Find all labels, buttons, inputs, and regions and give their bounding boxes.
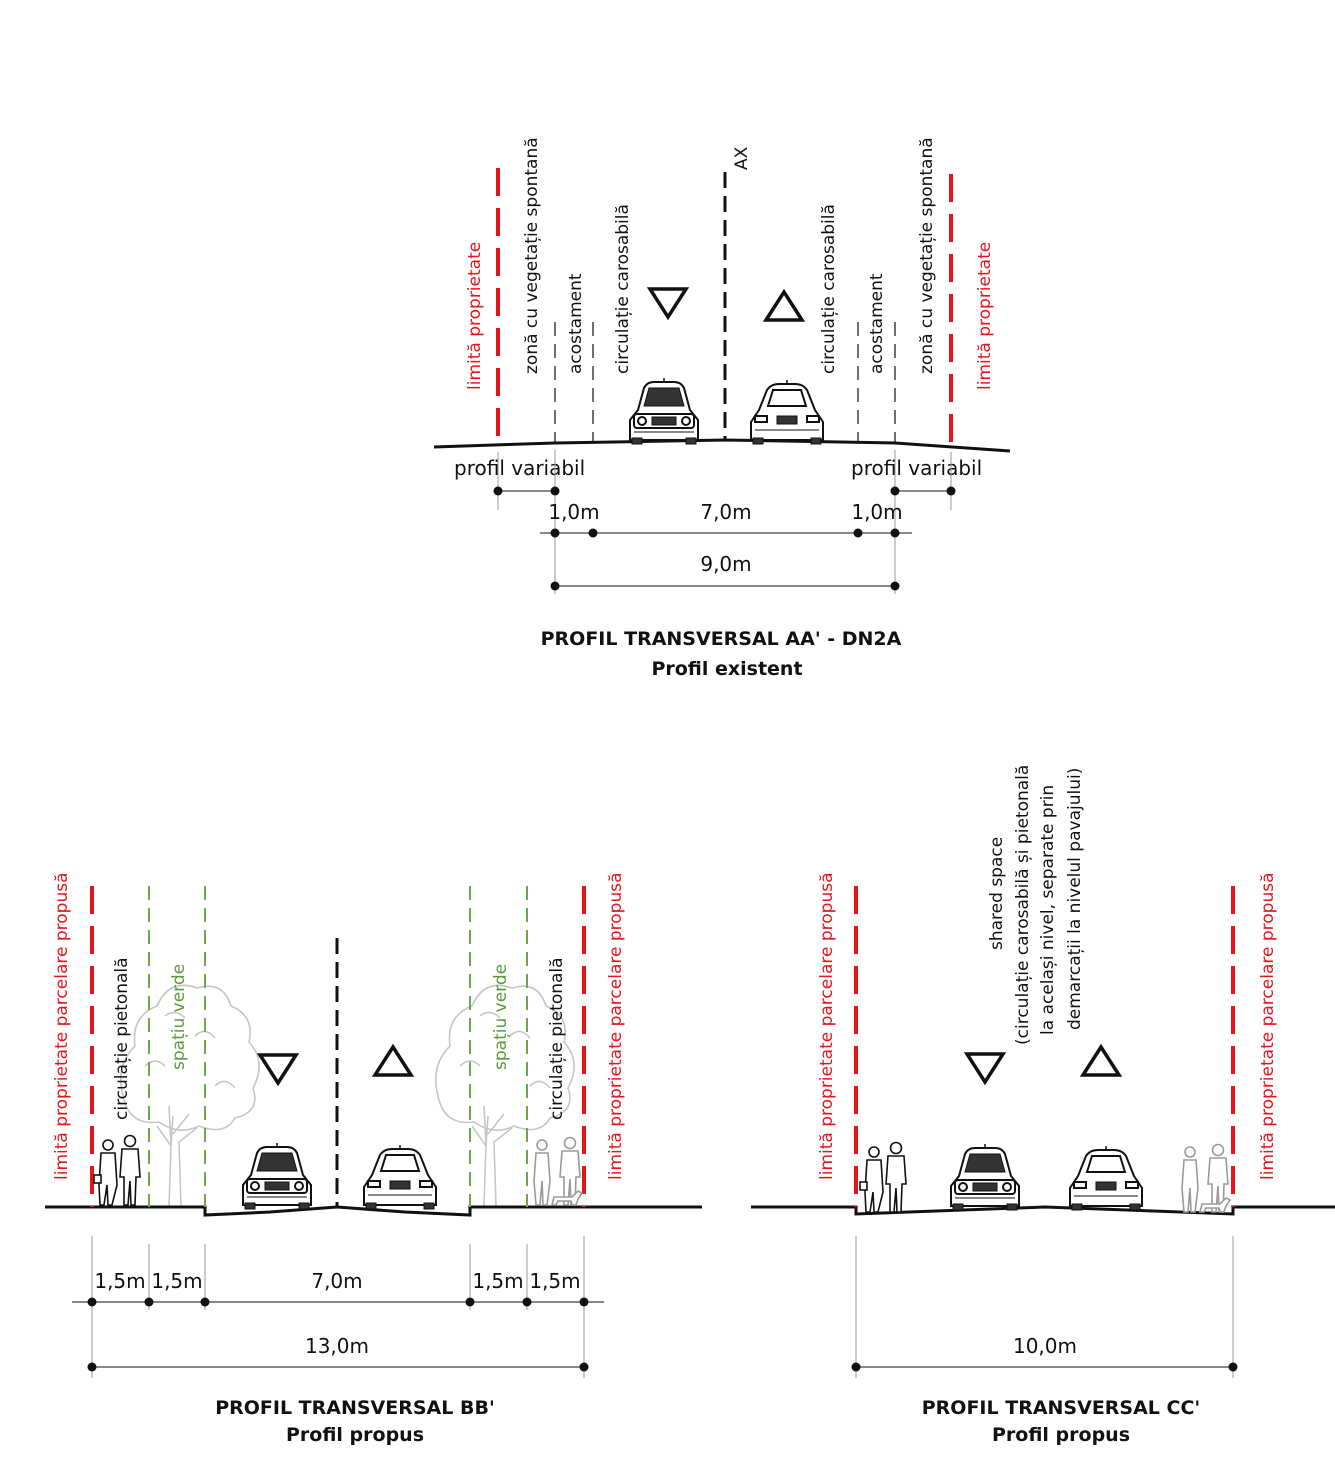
dim-dot (550, 581, 560, 591)
dim-green-left-bb: 1,5m (151, 1269, 202, 1293)
pedestrians-icon (93, 1134, 141, 1206)
dim-dot (946, 486, 956, 496)
dim-total-bb: 13,0m (305, 1334, 369, 1358)
limit-label-right-cc: limită proprietate parcelare propusă (1258, 873, 1278, 1181)
subtitle-bb: Profil propus (286, 1424, 424, 1446)
shared-space-label-3: la același nivel, separate prin (1038, 785, 1058, 1035)
variable-profile-label-left-aa: profil variabil (454, 456, 585, 480)
triangle-down-icon (256, 1053, 300, 1087)
pedestrian-label-left-bb: circulație pietonală (112, 957, 132, 1120)
car-rear-icon (363, 1144, 437, 1210)
dim-dot (465, 1297, 475, 1307)
car-rear-icon (1069, 1145, 1143, 1211)
shared-space-label-1: shared space (987, 837, 1007, 950)
green-label-left-bb: spațiu verde (169, 964, 189, 1070)
dim-dot (144, 1297, 154, 1307)
dim-road-aa: 7,0m (700, 500, 751, 524)
dim-pedestrian-left-bb: 1,5m (94, 1269, 145, 1293)
dim-dot (579, 1362, 589, 1372)
pedestrians-icon (533, 1136, 583, 1206)
triangle-up-icon (371, 1043, 415, 1077)
ground-line-aa (433, 438, 1011, 453)
limit-label-right-bb: limită proprietate parcelare propusă (606, 873, 626, 1181)
dim-dot (87, 1297, 97, 1307)
title-cc: PROFIL TRANSVERSAL CC' (922, 1397, 1201, 1419)
roadway-label-right-aa: circulație carosabilă (819, 204, 839, 374)
dim-total-cc: 10,0m (1013, 1334, 1077, 1358)
dim-road-bb: 7,0m (311, 1269, 362, 1293)
dim-dot (890, 528, 900, 538)
vegetation-label-right-aa: zonă cu vegetație spontană (917, 137, 937, 374)
dim-dot (200, 1297, 210, 1307)
triangle-down-icon (963, 1052, 1007, 1086)
dim-pedestrian-right-bb: 1,5m (529, 1269, 580, 1293)
variable-profile-label-right-aa: profil variabil (851, 456, 982, 480)
dim-dot (550, 528, 560, 538)
dim-shoulder-right-aa: 1,0m (851, 500, 902, 524)
dim-dot (890, 486, 900, 496)
subtitle-cc: Profil propus (992, 1424, 1130, 1446)
profile-bb: limită proprietate parcelare propusă cir… (45, 873, 702, 1446)
tree-icon (119, 984, 260, 1207)
dim-dot (588, 528, 598, 538)
profile-cc: limită proprietate parcelare propusă lim… (751, 765, 1335, 1446)
dim-total-aa: 9,0m (700, 552, 751, 576)
limit-label-left-cc: limită proprietate parcelare propusă (817, 873, 837, 1181)
green-label-right-bb: spațiu verde (491, 964, 511, 1070)
car-front-icon (629, 377, 699, 445)
title-aa: PROFIL TRANSVERSAL AA' - DN2A (541, 628, 902, 650)
car-front-icon (950, 1143, 1020, 1211)
limit-label-left-bb: limită proprietate parcelare propusă (52, 873, 72, 1181)
profile-aa: AX limită proprietate zonă cu vegetație … (433, 137, 1011, 680)
shared-space-label-4: demarcații la nivelul pavajului) (1065, 768, 1085, 1030)
dim-dot (493, 486, 503, 496)
dim-dot (851, 1362, 861, 1372)
limit-label-right-aa: limită proprietate (975, 242, 995, 390)
dim-dot (87, 1362, 97, 1372)
car-front-icon (242, 1142, 312, 1210)
subtitle-aa: Profil existent (651, 658, 802, 680)
axis-label-aa: AX (732, 146, 752, 170)
dim-shoulder-left-aa: 1,0m (548, 500, 599, 524)
ground-line-cc (751, 1205, 1335, 1216)
shoulder-label-right-aa: acostament (867, 273, 887, 374)
vegetation-label-left-aa: zonă cu vegetație spontană (522, 137, 542, 374)
triangle-up-icon (1079, 1043, 1123, 1077)
dim-dot (550, 486, 560, 496)
pedestrians-icon (859, 1141, 907, 1213)
pedestrians-icon (1181, 1143, 1231, 1213)
triangle-up-icon (762, 288, 806, 322)
dim-dot (1228, 1362, 1238, 1372)
triangle-down-icon (646, 287, 690, 321)
dim-dot (890, 581, 900, 591)
shoulder-label-left-aa: acostament (566, 273, 586, 374)
title-bb: PROFIL TRANSVERSAL BB' (215, 1397, 495, 1419)
roadway-label-left-aa: circulație carosabilă (613, 204, 633, 374)
dim-green-right-bb: 1,5m (472, 1269, 523, 1293)
shared-space-label-2: (circulație carosabilă și pietonală (1013, 765, 1033, 1045)
dim-dot (579, 1297, 589, 1307)
car-rear-icon (750, 379, 824, 445)
dim-dot (522, 1297, 532, 1307)
pedestrian-label-right-bb: circulație pietonală (547, 957, 567, 1120)
dim-dot (853, 528, 863, 538)
limit-label-left-aa: limită proprietate (465, 242, 485, 390)
